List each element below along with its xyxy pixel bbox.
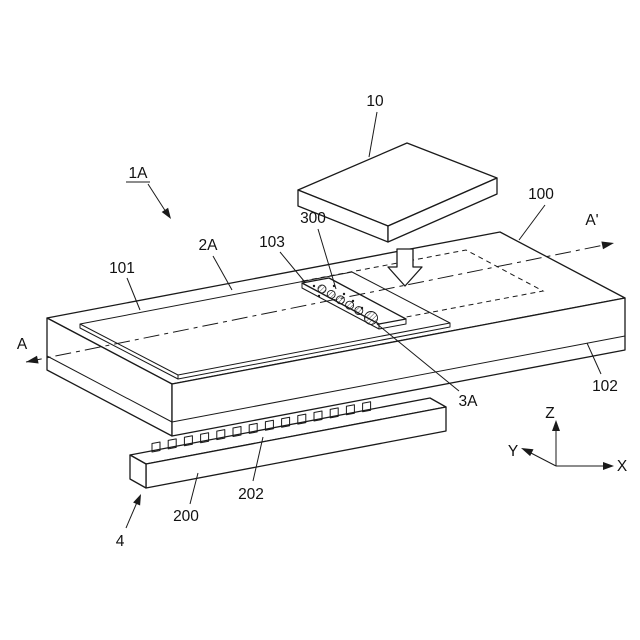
label-1a: 1A <box>129 165 149 182</box>
pointer-lines <box>125 111 602 529</box>
bump-dot <box>342 292 346 296</box>
label-200: 200 <box>173 508 199 525</box>
bump-large <box>364 311 378 325</box>
plate-10-shape <box>297 142 498 243</box>
label-202: 202 <box>238 486 264 503</box>
axis-y-label: Y <box>508 443 518 460</box>
label-103: 103 <box>259 234 285 251</box>
bumps-300-group <box>312 284 378 325</box>
lead-202 <box>151 441 161 453</box>
pointer-102 <box>586 342 602 375</box>
lead-202 <box>232 426 242 437</box>
substrate-seam-line <box>46 335 626 423</box>
axis-x-label: X <box>617 458 628 475</box>
label-1a-group: 1A <box>126 165 150 183</box>
pointer-1a-arrow <box>147 183 171 219</box>
axis-y-arrowhead <box>521 448 534 457</box>
section-line <box>25 241 615 364</box>
lead-202 <box>297 413 307 425</box>
pointer-202 <box>252 436 264 482</box>
bump-dot <box>351 299 355 303</box>
component-200-shape <box>129 397 447 489</box>
label-101: 101 <box>109 260 135 277</box>
lead-202 <box>264 419 274 431</box>
bump-circle <box>326 289 336 299</box>
pointer-101 <box>126 277 141 311</box>
pointer-100 <box>518 204 546 241</box>
pointer-10 <box>368 111 378 158</box>
label-100: 100 <box>528 186 554 203</box>
axis-z-label: Z <box>545 405 554 422</box>
down-arrow-icon <box>387 248 423 287</box>
axes-indicator: Z X Y <box>508 405 628 475</box>
section-arrowhead-right <box>601 241 614 250</box>
bump-circle <box>345 300 355 310</box>
axis-x-arrowhead <box>603 462 614 470</box>
label-3a: 3A <box>459 393 479 410</box>
axis-z-arrowhead <box>552 420 560 431</box>
pointer-4-arrow <box>125 494 141 529</box>
label-102: 102 <box>592 378 618 395</box>
lead-202 <box>248 422 258 434</box>
pointer-300 <box>317 228 337 290</box>
label-2a: 2A <box>199 237 219 254</box>
lead-202 <box>167 438 177 450</box>
section-arrowhead-left <box>26 355 39 364</box>
lead-202 <box>200 432 210 444</box>
label-10: 10 <box>366 93 384 110</box>
pointer-3a <box>376 323 460 392</box>
label-a: A <box>17 336 28 353</box>
lead-202 <box>345 404 355 416</box>
lead-202 <box>362 401 372 413</box>
reference-labels: 10 1A 2A 300 103 101 100 A' A 102 3A 202… <box>17 93 618 550</box>
lead-202 <box>313 410 323 422</box>
lead-202 <box>216 429 226 441</box>
lead-202 <box>329 407 339 419</box>
bump-circle <box>335 295 345 305</box>
recess-101-shape <box>79 271 451 380</box>
pointer-2a <box>212 255 233 291</box>
lead-202 <box>281 416 291 428</box>
label-300: 300 <box>300 210 326 227</box>
pointer-103 <box>279 251 305 282</box>
label-a-prime: A' <box>585 212 598 229</box>
label-4: 4 <box>116 533 125 550</box>
axis-y-line <box>528 451 557 467</box>
lead-202 <box>183 435 193 447</box>
bump-circle <box>317 284 327 294</box>
leads-202-group <box>151 401 372 453</box>
bump-circle <box>354 306 364 316</box>
bump-dot <box>312 284 316 288</box>
bump-dot <box>317 294 321 298</box>
pointer-200 <box>189 472 199 505</box>
